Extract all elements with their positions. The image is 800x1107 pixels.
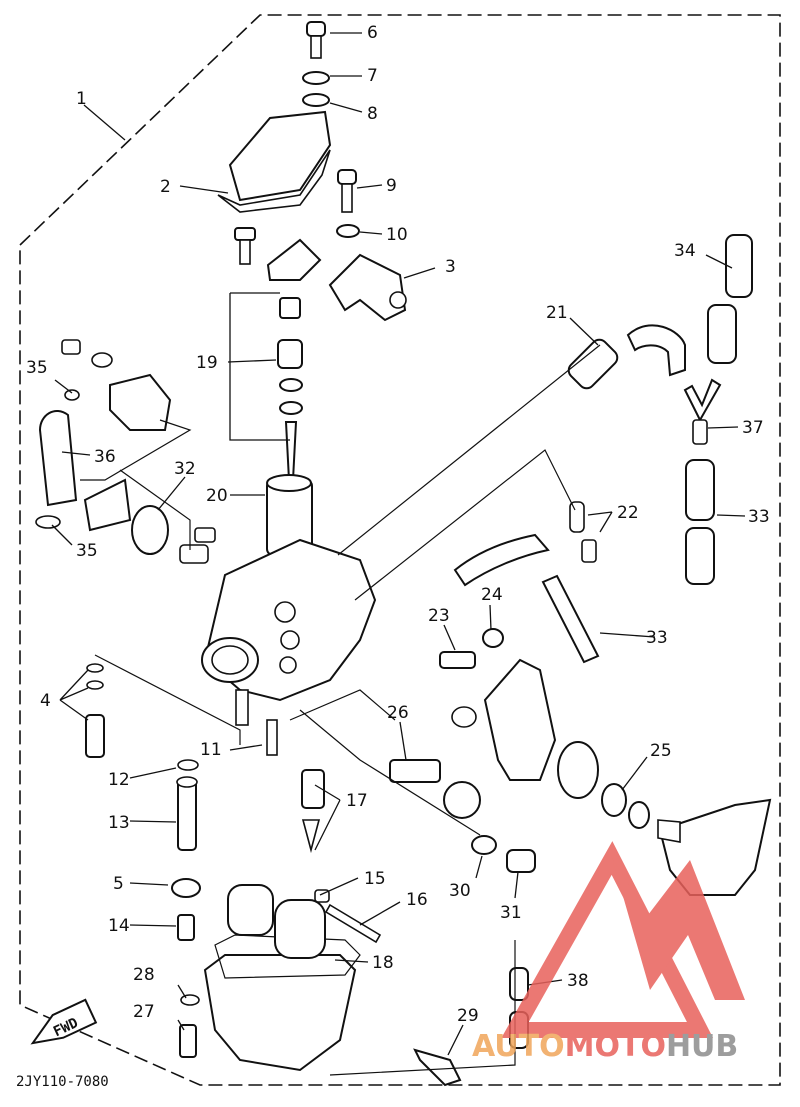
callout-22: 22 [617, 503, 639, 523]
callout-11: 11 [200, 740, 222, 760]
callout-8: 8 [367, 104, 378, 124]
watermark-prefix: AUTO [472, 1029, 565, 1064]
callout-9: 9 [386, 176, 397, 196]
callout-27: 27 [133, 1002, 155, 1022]
diagram-code: 2JY110-7080 [16, 1074, 109, 1090]
leader-lines [51, 32, 746, 1076]
callout-21: 21 [546, 303, 568, 323]
callout-28: 28 [133, 965, 155, 985]
callout-6: 6 [367, 23, 378, 43]
callout-12: 12 [108, 770, 130, 790]
callout-38: 38 [567, 971, 589, 991]
callout-32: 32 [174, 459, 196, 479]
callout-10: 10 [386, 225, 408, 245]
callout-33-bottom: 33 [646, 628, 668, 648]
callout-15: 15 [364, 869, 386, 889]
callout-35-bottom: 35 [76, 541, 98, 561]
callout-17: 17 [346, 791, 368, 811]
callout-14: 14 [108, 916, 130, 936]
watermark-logo: AUTOMOTOHUB [472, 841, 745, 1064]
callout-30: 30 [449, 881, 471, 901]
watermark-suffix: HUB [666, 1029, 738, 1064]
callout-16: 16 [406, 890, 428, 910]
callout-34: 34 [674, 241, 696, 261]
callout-36: 36 [94, 447, 116, 467]
callout-2: 2 [160, 177, 171, 197]
callout-29: 29 [457, 1006, 479, 1026]
callout-19: 19 [196, 353, 218, 373]
callout-5: 5 [113, 874, 124, 894]
callout-3: 3 [445, 257, 456, 277]
callout-31: 31 [500, 903, 522, 923]
callout-labels: 1 2 3 4 5 6 7 8 9 10 11 12 13 14 15 16 1… [26, 23, 770, 1026]
callout-35-top: 35 [26, 358, 48, 378]
callout-7: 7 [367, 66, 378, 86]
callout-23: 23 [428, 606, 450, 626]
callout-13: 13 [108, 813, 130, 833]
callout-18: 18 [372, 953, 394, 973]
callout-26: 26 [387, 703, 409, 723]
callout-1: 1 [76, 89, 87, 109]
fwd-arrow-icon: FWD [30, 998, 98, 1045]
watermark-middle: MOTO [565, 1029, 666, 1064]
callout-33-top: 33 [748, 507, 770, 527]
svg-text:AUTOMOTOHUB: AUTOMOTOHUB [472, 1029, 738, 1064]
callout-24: 24 [481, 585, 503, 605]
part-drawings [35, 21, 772, 1087]
callout-37: 37 [742, 418, 764, 438]
callout-25: 25 [650, 741, 672, 761]
callout-4: 4 [40, 691, 51, 711]
callout-20: 20 [206, 486, 228, 506]
assembly-boundary [19, 14, 781, 1086]
